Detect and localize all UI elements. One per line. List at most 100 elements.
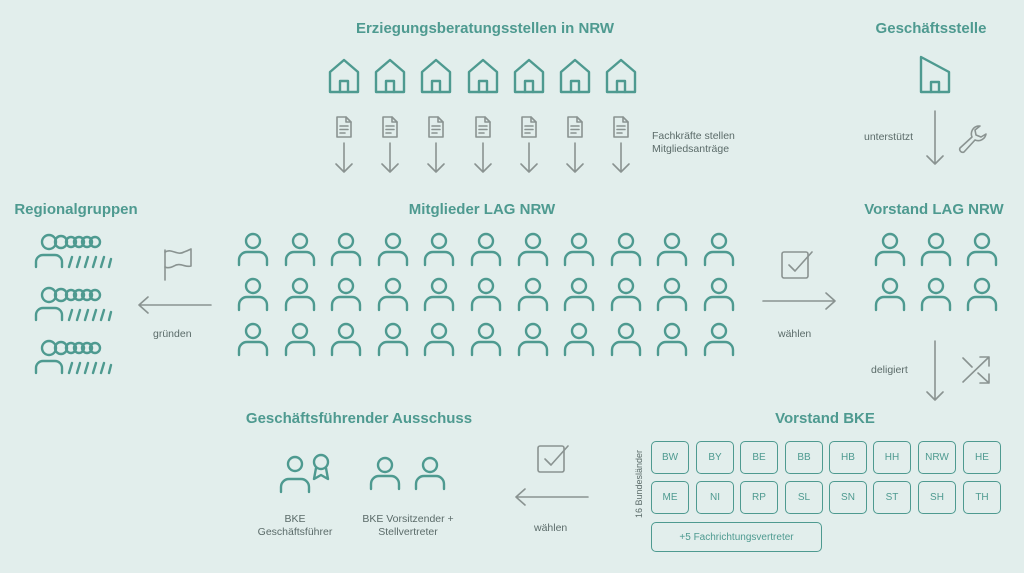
person-icon xyxy=(468,276,504,312)
label-gruenden: gründen xyxy=(153,328,192,340)
label-bke-vors-2: Stellvertreter xyxy=(378,526,438,538)
label-waehlen-bottom: wählen xyxy=(534,522,568,534)
state-box: BY xyxy=(696,441,734,474)
person-icon xyxy=(654,276,690,312)
title-regionalgruppen: Regionalgruppen xyxy=(14,201,138,218)
house-icon xyxy=(513,58,545,94)
label-fachkraefte-1: Fachkräfte stellen xyxy=(652,130,735,142)
person-icon xyxy=(375,321,411,357)
person-icon xyxy=(872,231,908,267)
person-icon xyxy=(515,231,551,267)
arrow-down-icon xyxy=(611,142,631,174)
person-icon xyxy=(235,231,271,267)
person-icon xyxy=(561,321,597,357)
state-box: RP xyxy=(740,481,778,514)
person-icon xyxy=(328,231,364,267)
person-icon xyxy=(375,231,411,267)
checkbox-icon xyxy=(780,248,814,280)
fachrichtung-box: +5 Fachrichtungsvertreter xyxy=(651,522,822,552)
person-icon xyxy=(918,276,954,312)
label-deligiert: deligiert xyxy=(871,364,908,376)
document-row xyxy=(335,116,630,138)
person-icon xyxy=(701,276,737,312)
document-icon xyxy=(566,116,584,138)
house-icon xyxy=(605,58,637,94)
arrow-left-icon xyxy=(515,488,589,506)
person-icon xyxy=(375,276,411,312)
document-icon xyxy=(474,116,492,138)
down-arrow-row xyxy=(334,142,631,174)
state-box: TH xyxy=(963,481,1001,514)
person-icon xyxy=(608,231,644,267)
state-box: HB xyxy=(829,441,867,474)
person-icon xyxy=(964,276,1000,312)
label-fachkraefte-2: Mitgliedsanträge xyxy=(652,143,730,155)
state-box: ST xyxy=(873,481,911,514)
person-icon xyxy=(872,276,908,312)
document-icon xyxy=(612,116,630,138)
group-icon xyxy=(33,233,117,269)
label-bke-vors-1: BKE Vorsitzender + xyxy=(362,513,454,525)
state-box: BW xyxy=(651,441,689,474)
wrench-icon xyxy=(958,125,987,154)
mitglieder-grid xyxy=(235,231,737,357)
person-icon xyxy=(235,276,271,312)
state-box: ME xyxy=(651,481,689,514)
arrow-down-icon xyxy=(926,340,944,401)
state-box: HH xyxy=(873,441,911,474)
house-icon xyxy=(559,58,591,94)
person-icon xyxy=(561,276,597,312)
state-box: SL xyxy=(785,481,823,514)
arrow-down-icon xyxy=(380,142,400,174)
state-box: SH xyxy=(918,481,956,514)
label-unterstuetzt: unterstützt xyxy=(864,131,914,143)
document-icon xyxy=(427,116,445,138)
person-icon xyxy=(468,321,504,357)
state-box: SN xyxy=(829,481,867,514)
person-icon xyxy=(515,321,551,357)
title-mitglieder: Mitglieder LAG NRW xyxy=(408,201,556,218)
person-icon xyxy=(367,455,403,491)
title-beratungsstellen: Erziegungsberatungsstellen in NRW xyxy=(355,20,615,37)
person-icon xyxy=(468,231,504,267)
person-icon xyxy=(421,321,457,357)
title-geschaeftsstelle: Geschäftsstelle xyxy=(875,20,987,37)
person-icon xyxy=(282,321,318,357)
arrow-down-icon xyxy=(565,142,585,174)
office-building-icon xyxy=(919,55,951,94)
house-icon xyxy=(374,58,406,94)
document-icon xyxy=(520,116,538,138)
state-box: BB xyxy=(785,441,823,474)
house-icon xyxy=(467,58,499,94)
person-icon xyxy=(282,276,318,312)
person-icon xyxy=(608,276,644,312)
title-vorstand-bke: Vorstand BKE xyxy=(775,410,875,427)
title-ausschuss: Geschäftsführender Ausschuss xyxy=(245,410,473,427)
checkbox-icon xyxy=(536,442,570,474)
person-icon xyxy=(701,231,737,267)
flag-icon xyxy=(164,248,192,281)
document-icon xyxy=(381,116,399,138)
person-icon xyxy=(561,231,597,267)
person-icon xyxy=(282,231,318,267)
arrow-down-icon xyxy=(473,142,493,174)
arrow-left-icon xyxy=(138,296,212,314)
person-icon xyxy=(412,455,448,491)
group-icon xyxy=(33,339,117,375)
person-icon xyxy=(964,231,1000,267)
document-icon xyxy=(335,116,353,138)
person-icon xyxy=(654,231,690,267)
regionalgruppen-groups xyxy=(33,233,117,375)
person-icon xyxy=(235,321,271,357)
label-bundeslaender: 16 Bundesländer xyxy=(634,449,644,518)
label-bke-gf-2: Geschäftsführer xyxy=(257,526,333,538)
state-box: NI xyxy=(696,481,734,514)
state-box: NRW xyxy=(918,441,956,474)
person-icon xyxy=(328,276,364,312)
state-box: HE xyxy=(963,441,1001,474)
person-icon xyxy=(515,276,551,312)
label-bke-gf-1: BKE xyxy=(284,513,306,525)
award-person-icon xyxy=(279,453,330,494)
person-icon xyxy=(421,231,457,267)
arrow-down-icon xyxy=(519,142,539,174)
